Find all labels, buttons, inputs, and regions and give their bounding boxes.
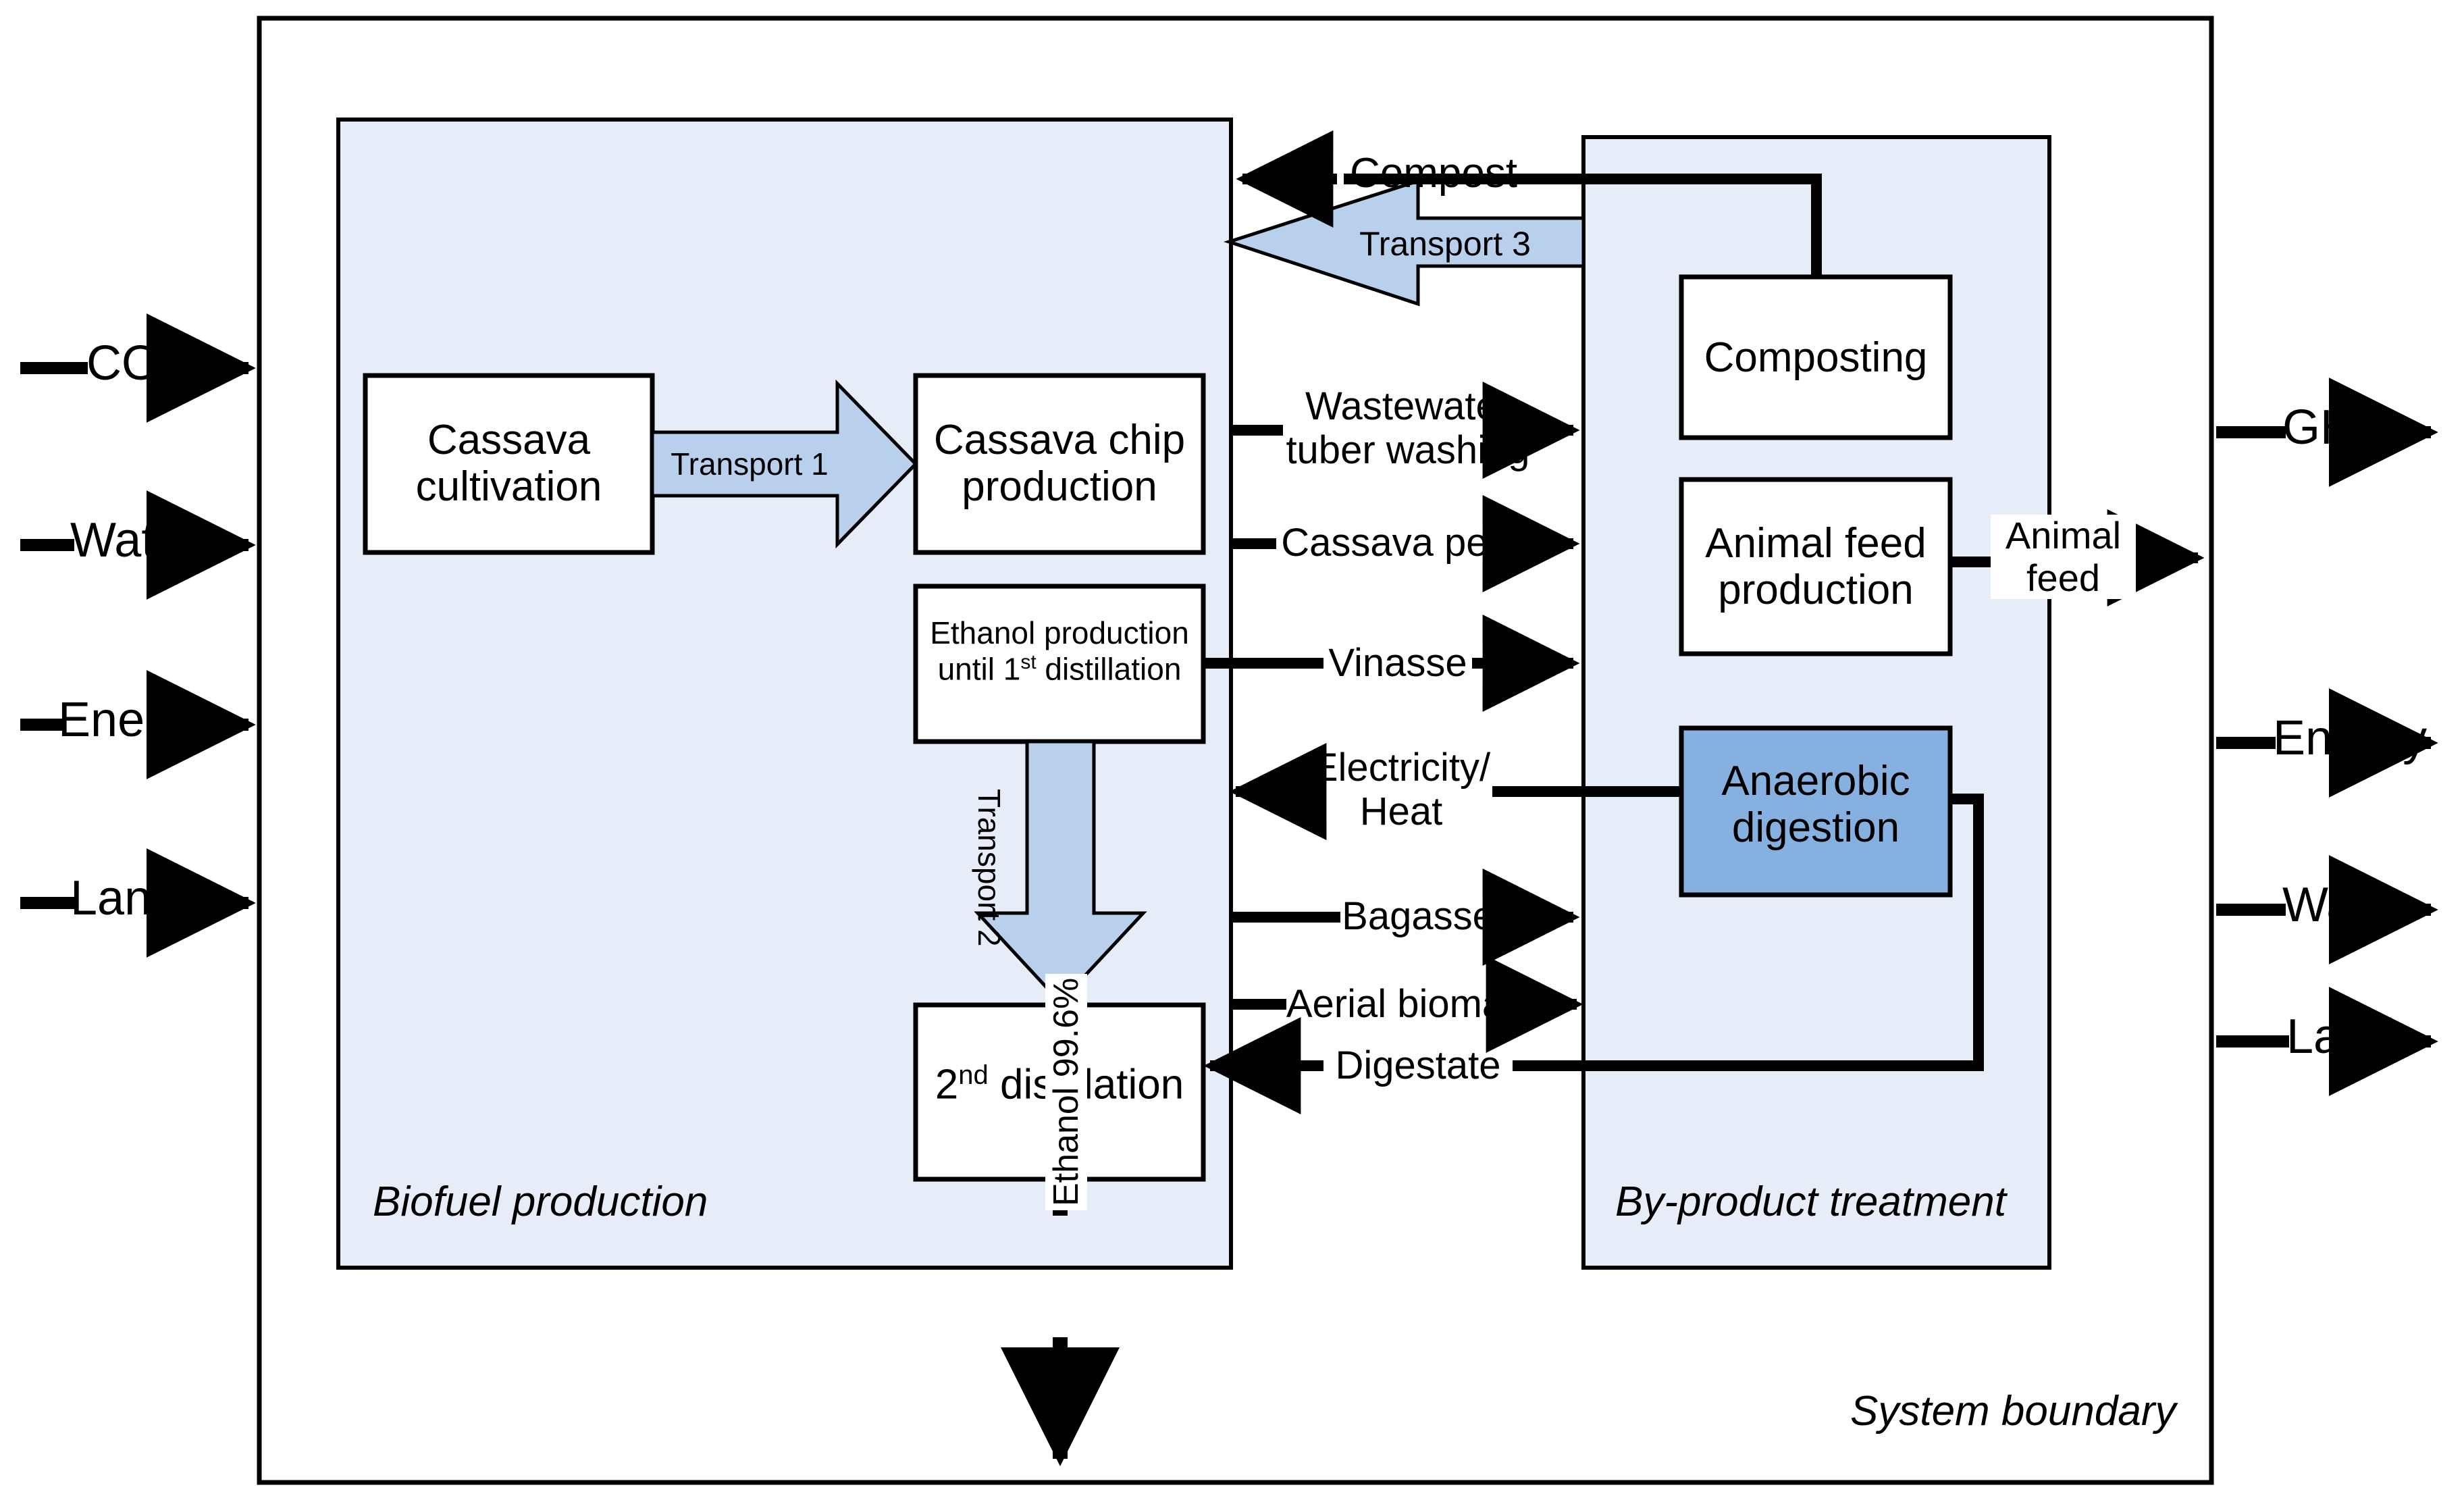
biofuel-production-panel-label: Biofuel production [373, 1179, 708, 1225]
electricity-heat-flow-label: Electricity/ Heat [1303, 746, 1499, 834]
compost-flow-label: Compost [1349, 150, 1518, 197]
anaerobic-digestion-box [1679, 725, 1953, 898]
composting-label: Composting [1704, 334, 1928, 381]
compost-flow-line [1236, 130, 1822, 277]
transport-1-label: Transport 1 [671, 446, 829, 482]
transport-2-label: Transport 2 [972, 789, 1007, 947]
second-distillation-label-sup: nd [958, 1060, 989, 1090]
ethanol-production-label-line1: Ethanol production [930, 615, 1189, 650]
output-label-ghg: GHG [2282, 400, 2394, 455]
input-label-energy: Energy [58, 693, 213, 747]
animal-feed-flow-label-line1: Animal [2005, 514, 2122, 557]
wastewater-flow-label-line1: Wastewater [1305, 384, 1511, 428]
cassava-chip-production-label: Cassava chip production [916, 417, 1203, 511]
output-label-energy: Energy [2273, 711, 2428, 765]
ethanol-production-label-line2-b: distillation [1036, 650, 1182, 686]
cassava-chip-production-label-line1: Cassava chip [933, 417, 1186, 463]
ethanol-production-box [913, 584, 1206, 744]
input-label-land: Land [70, 871, 179, 925]
transport-3-label: Transport 3 [1359, 225, 1531, 263]
electricity-heat-flow-label-line2: Heat [1359, 789, 1443, 833]
cassava-cultivation-label-line1: Cassava [427, 417, 591, 463]
wastewater-flow-label-line2: tuber washing [1286, 428, 1530, 472]
vinasse-flow-label: Vinasse [1328, 641, 1467, 685]
transport-3-arrow [1223, 178, 1585, 307]
electricity-heat-flow-label-line1: Electricity/ [1311, 746, 1491, 790]
ethanol-production-label-line2-sup: st [1020, 650, 1037, 673]
cassava-peels-flow-label: Cassava peels [1281, 521, 1538, 565]
byproduct-treatment-panel-label: By-product treatment [1615, 1179, 2006, 1225]
second-distillation-label-num: 2 [935, 1061, 959, 1108]
animal-feed-flow-label-line2: feed [2026, 556, 2100, 599]
transport-2-arrow [974, 740, 1147, 1005]
second-distillation-label-rest: distillation [999, 1061, 1184, 1108]
output-label-land: Land [2286, 1010, 2395, 1064]
animal-feed-production-box [1679, 477, 1953, 656]
anaerobic-digestion-label-line2: digestion [1731, 804, 1900, 852]
animal-feed-flow-label: Animal feed [1991, 514, 2136, 600]
composting-box [1679, 274, 1953, 440]
second-distillation-label: 2nd distillation [916, 1060, 1203, 1108]
anaerobic-digestion-label: Anaerobic digestion [1681, 758, 1950, 852]
output-label-water: Water [2282, 878, 2411, 932]
cassava-chip-production-label-line2: production [962, 463, 1157, 511]
ethanol-production-label-line2: until 1st distillation [916, 651, 1203, 687]
bagasse-flow-label: Bagasse [1342, 894, 1494, 938]
animal-feed-production-label-line2: production [1718, 567, 1914, 614]
cassava-cultivation-label: Cassava cultivation [365, 417, 652, 511]
ethanol-production-label: Ethanol production until 1st distillatio… [916, 615, 1203, 687]
input-label-co2-sub: 2 [159, 361, 178, 398]
animal-feed-production-label-line1: Animal feed [1705, 520, 1926, 567]
system-boundary-label: System boundary [1850, 1388, 2176, 1434]
ethanol-production-label-line2-a: until 1 [937, 650, 1021, 686]
cassava-cultivation-label-line2: cultivation [415, 463, 602, 511]
input-label-co2-text: CO [86, 336, 159, 390]
animal-feed-production-label: Animal feed production [1681, 520, 1950, 614]
anaerobic-digestion-label-line1: Anaerobic [1721, 758, 1910, 804]
input-label-water: Water [70, 513, 199, 567]
input-label-co2: CO2 [86, 336, 178, 398]
ethanol-product-flow-label: Ethanol 99.6% [1045, 973, 1088, 1210]
digestate-flow-label: Digestate [1335, 1043, 1501, 1087]
transport-1-arrow [650, 379, 918, 549]
wastewater-flow-label: Wastewater tuber washing [1269, 384, 1546, 473]
aerial-biomass-flow-label: Aerial biomass [1286, 982, 1544, 1026]
digestate-flow-line [1203, 794, 1984, 1114]
